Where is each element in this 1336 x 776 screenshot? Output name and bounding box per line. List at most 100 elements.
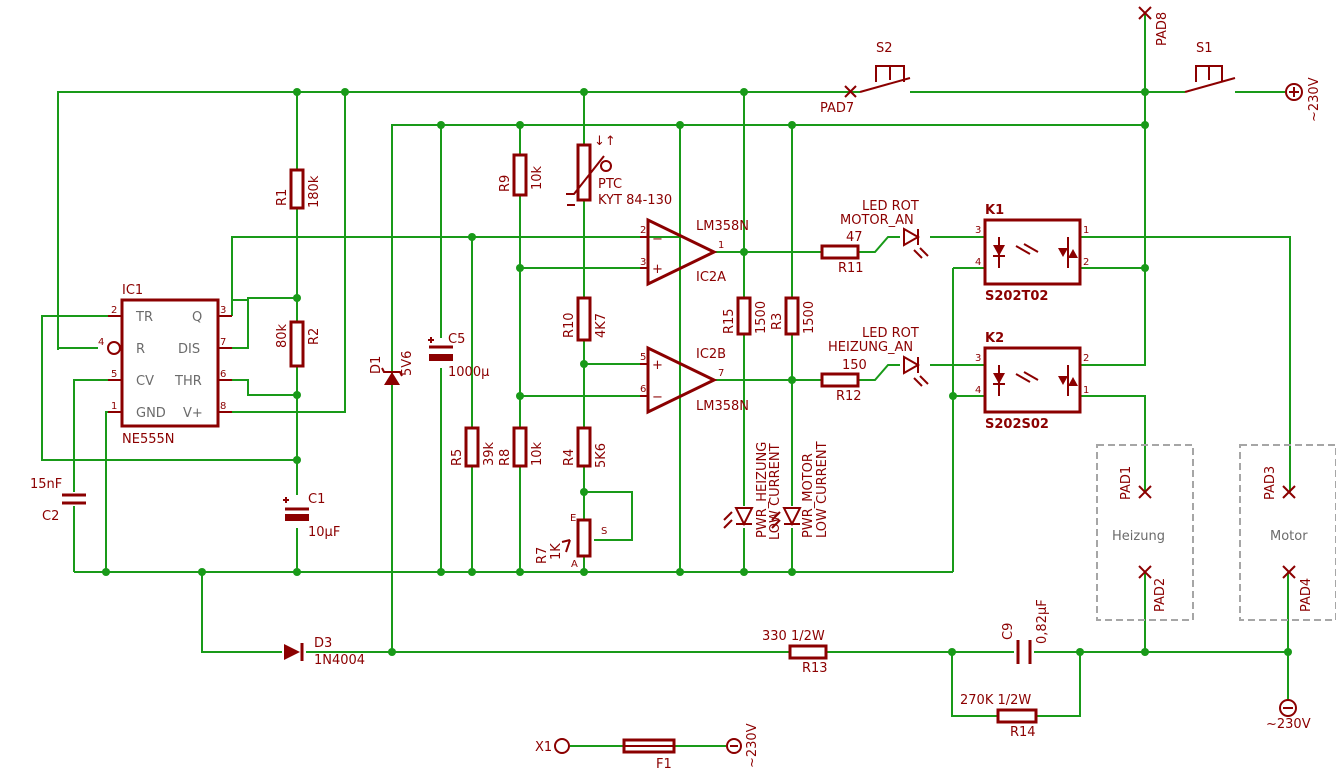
ic2a-pin-1: 1 (718, 240, 724, 251)
r14-value: 270K 1/2W (960, 693, 1031, 708)
c2-name: C2 (42, 509, 59, 524)
r5-value: 39k (482, 441, 497, 466)
c2-value: 15nF (30, 477, 62, 492)
led-heizung-an: LED ROT HEIZUNG_AN (828, 326, 929, 387)
ic1-pin-dis: DIS (178, 342, 200, 357)
ic2a-value: LM358N (696, 219, 749, 234)
k2-pin-1: 1 (1083, 385, 1089, 396)
ic1-pinnum-3: 3 (220, 305, 226, 316)
c5-capacitor: C5 1000µ (428, 332, 489, 380)
led-motor-an: LED ROT MOTOR_AN (840, 199, 929, 259)
r13-resistor: 330 1/2W R13 (762, 629, 828, 676)
pad7-label: PAD7 (820, 101, 854, 116)
k2-name: K2 (985, 331, 1004, 346)
c1-value: 10µF (308, 525, 340, 540)
r1-resistor: R1 180k (275, 168, 322, 210)
k1-value: S202T02 (985, 289, 1048, 304)
r11-resistor: 47 R11 (820, 230, 864, 276)
pad3-label: PAD3 (1263, 466, 1278, 500)
r3-name: R3 (770, 313, 785, 330)
ic2a-pin-3: 3 (640, 257, 646, 268)
r7-value: 1K (549, 543, 564, 560)
wires (41, 14, 1291, 747)
k1-pin-1: 1 (1083, 225, 1089, 236)
r9-value: 10k (530, 165, 545, 190)
r10-name: R10 (562, 312, 577, 338)
r10-value: 4K7 (594, 313, 609, 338)
r5-resistor: R5 39k (450, 426, 497, 468)
c2-capacitor: 15nF C2 (30, 477, 86, 524)
r15-name: R15 (722, 308, 737, 334)
pad1-label: PAD1 (1119, 466, 1134, 500)
ic1-pin-cv: CV (136, 374, 154, 389)
fuse-supply-label: ~230V (745, 723, 760, 768)
r9-name: R9 (498, 175, 513, 192)
led-pwr-motor: PWR_MOTOR LOW CURRENT (771, 441, 830, 538)
ic1-pin-gnd: GND (136, 406, 166, 421)
r11-name: R11 (838, 261, 864, 276)
supply-top: ~230V (1285, 77, 1322, 122)
heizung-label: Heizung (1112, 529, 1165, 544)
junctions (102, 88, 1292, 656)
ic2b-name: IC2B (696, 347, 726, 362)
c5-name: C5 (448, 332, 465, 347)
f1-name: F1 (656, 757, 672, 772)
ic2a-name: IC2A (696, 270, 726, 285)
r13-name: R13 (802, 661, 828, 676)
pad7: PAD7 (820, 85, 857, 116)
r4-value: 5K6 (594, 443, 609, 468)
r4-resistor: R4 5K6 (562, 426, 609, 468)
heizung-an-value: LED ROT (862, 326, 919, 341)
d1-zener-diode: D1 5V6 (369, 351, 415, 385)
r11-value: 47 (846, 230, 863, 245)
r9-resistor: R9 10k (498, 153, 545, 197)
r14-name: R14 (1010, 725, 1036, 740)
ptc-arrows: ↓↑ (594, 134, 616, 149)
r12-name: R12 (836, 389, 862, 404)
k2-optotriac: 3 4 2 1 K2 S202S02 (975, 331, 1089, 432)
r3-resistor: R3 1500 (770, 296, 817, 336)
k1-pin-2: 2 (1083, 257, 1089, 268)
led-pwr-heizung: PWR_HEIZUNG LOW CURRENT (723, 442, 783, 540)
k1-name: K1 (985, 203, 1004, 218)
ic2b-pin-5: 5 (640, 352, 646, 363)
ic1-pin-q: Q (192, 310, 202, 325)
ic1-pinnum-4: 4 (98, 337, 104, 348)
k1-pin-4: 4 (975, 257, 981, 268)
ptc-value: KYT 84-130 (598, 193, 672, 208)
s1-switch: S1 (1184, 41, 1236, 93)
c9-capacitor: C9 0,82µF (1001, 599, 1050, 664)
ic1-name: IC1 (122, 283, 143, 298)
r2-name: R2 (307, 328, 322, 345)
ic2b-opamp: + − 5 6 7 IC2B LM358N (640, 345, 749, 415)
ic2b-minus: − (652, 390, 663, 405)
c1-name: C1 (308, 492, 325, 507)
ic1-pinnum-8: 8 (220, 401, 226, 412)
d3-name: D3 (314, 636, 332, 651)
r1-name: R1 (275, 189, 290, 206)
k2-pin-4: 4 (975, 385, 981, 396)
ic2a-opamp: − + 2 3 1 LM358N IC2A (640, 217, 749, 287)
k2-value: S202S02 (985, 417, 1049, 432)
supply-bottom-label: ~230V (1266, 717, 1311, 732)
heizung-box: PAD1 PAD2 Heizung (1096, 444, 1194, 621)
ic1-ne555: IC1 NE555N TR R CV GND Q DIS THR V+ 2 4 … (98, 283, 232, 447)
d1-name: D1 (369, 356, 384, 374)
k1-optotriac: 3 4 1 2 K1 S202T02 (975, 203, 1089, 304)
fuse-line: X1 F1 ~230V (535, 723, 760, 772)
s2-switch: S2 (859, 41, 911, 93)
r7-pin-e: E (570, 513, 576, 524)
r3-value: 1500 (802, 301, 817, 334)
ic1-pinnum-5: 5 (111, 369, 117, 380)
r4-name: R4 (562, 449, 577, 466)
pwr-motor-name: PWR_MOTOR (801, 453, 816, 538)
r8-name: R8 (498, 449, 513, 466)
ic1-pinnum-7: 7 (220, 337, 226, 348)
r1-value: 180k (307, 175, 322, 208)
r15-value: 1500 (754, 301, 769, 334)
c9-name: C9 (1001, 623, 1016, 640)
heizung-an-name: HEIZUNG_AN (828, 340, 913, 355)
ic1-pinnum-6: 6 (220, 369, 226, 380)
motor-an-value: LED ROT (862, 199, 919, 214)
